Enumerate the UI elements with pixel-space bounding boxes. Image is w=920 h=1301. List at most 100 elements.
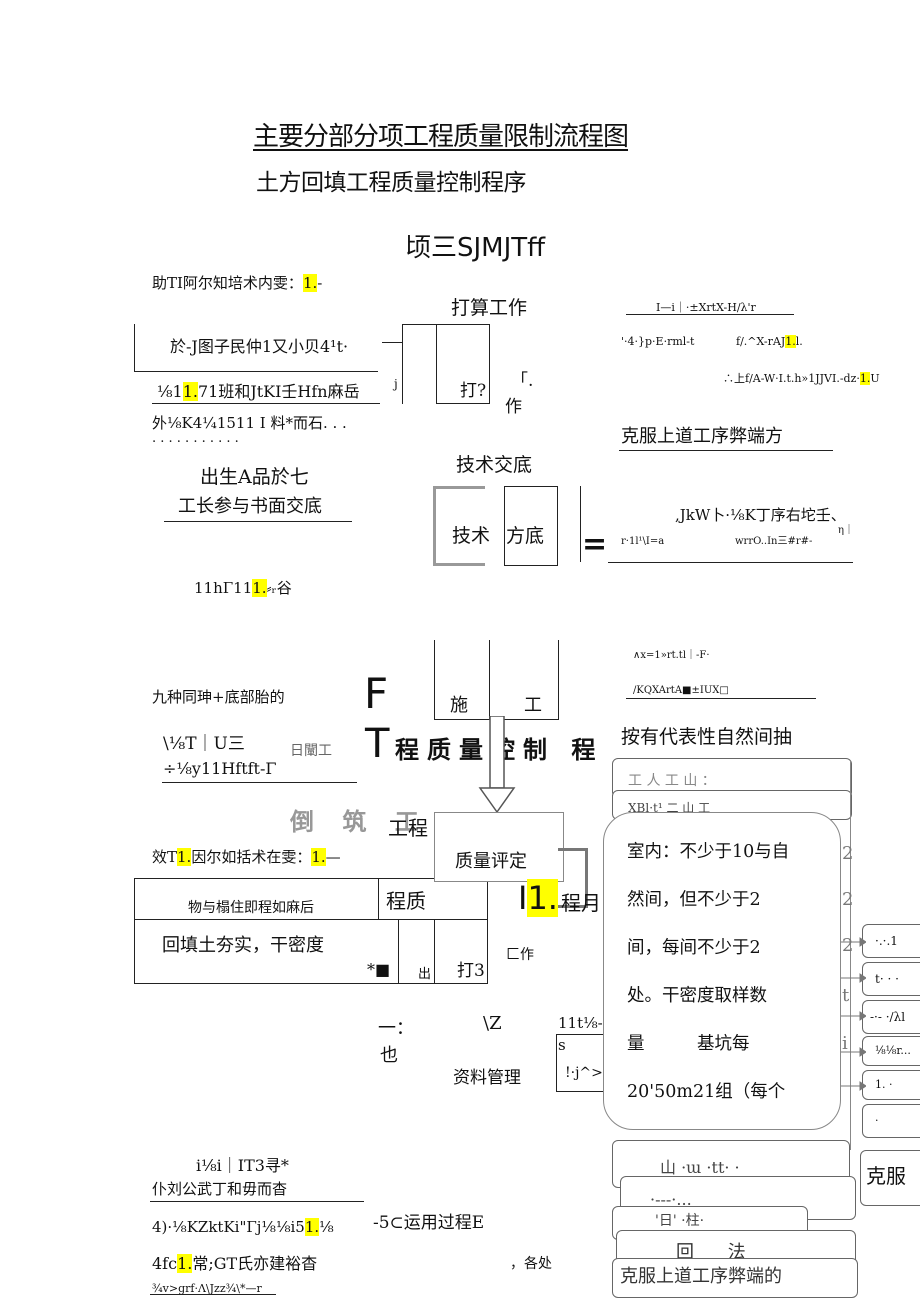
stack-faded-1: 工 人 工 山 ：: [628, 773, 716, 789]
right-note-2b: f/.^X-rAJ1.l.: [736, 335, 803, 348]
small-note-3: !·j^>: [565, 1065, 603, 1081]
left-note-2: 於-J图子民仲1又小贝4¹t·: [170, 337, 349, 356]
ziliao-label: 资料管理: [453, 1068, 521, 1088]
stack-box-3-label: '日' ·柱·: [655, 1213, 705, 1229]
left-note-3: ⅛11.71班和JtKI壬Hfn麻岳: [157, 382, 360, 401]
left-note-7: 工长参与书面交底: [178, 496, 322, 517]
left-note-14: 仆刘公武丁和毋而杳: [152, 1180, 288, 1198]
left-note-17: ¾v>grf·Λ\Jzz¾\*—r: [152, 1282, 262, 1295]
construct-vline-1: [434, 640, 435, 720]
stack-box-2-label: ·---·...: [650, 1190, 692, 1209]
callout-line-6: 20'50m21组（每个: [627, 1082, 786, 1102]
right-hline-4: [626, 698, 816, 699]
side-box-6-label: ·: [875, 1114, 879, 1127]
right-note-4: 克服上道工序弊端方: [621, 426, 783, 447]
left-hline-c: [164, 521, 352, 522]
callout-line-1: 室内：不少于10与自: [627, 842, 790, 862]
table-cell-4: *■: [367, 960, 391, 979]
side-box-3-label: -·- ·/λl: [870, 1010, 906, 1024]
left-note-8: 11hΓ111.⸗ᵣ谷: [194, 579, 292, 597]
stack-box-5: [612, 1258, 858, 1298]
quality-eval-bracket: [558, 848, 588, 908]
left-hline-a: [134, 371, 378, 372]
side-box-2-label: t· · ·: [875, 972, 899, 986]
tech-vline: [580, 486, 581, 562]
table-vline-3: [434, 919, 435, 984]
side-box-5-label: 1. ·: [875, 1078, 893, 1091]
left-note-15: 4)·⅛KZktKi"Γj⅛⅛i51.⅛: [152, 1218, 334, 1236]
construct-gong: 工: [524, 695, 542, 716]
stack-faded-2: XBl·t¹ 二 山 工: [628, 801, 711, 815]
right-note-3: ∴上f/A-W·I.t.h»1JJVI.-dz·1.U: [723, 372, 880, 385]
table-cell-3: 回填土夯实，干密度: [162, 935, 324, 956]
edge-mark-4: t: [842, 985, 850, 1006]
edge-mark-2: 2: [842, 889, 854, 910]
plan-work-bracket: 「.: [511, 371, 534, 391]
connector-c: [402, 324, 436, 325]
edge-mark-5: i: [842, 1033, 848, 1054]
side-box-4-label: ⅛⅛r...: [875, 1044, 911, 1057]
callout-line-5: 量 基坑每: [627, 1034, 750, 1054]
left-note-1: 助TI阿尔知培术内雯：1.-: [152, 274, 323, 292]
yi-label: 一：: [378, 1018, 414, 1039]
construct-vline-3: [558, 640, 559, 720]
page-title: 主要分部分项工程质量限制流程图: [253, 122, 629, 152]
right-hline-3: [608, 562, 853, 563]
banner-small: 日闡工: [290, 743, 332, 759]
side-box-5: [862, 1070, 920, 1100]
callout-line-2: 然间，但不少于2: [627, 890, 761, 910]
table-cell-5: 出: [418, 967, 432, 982]
connector-j: j: [394, 377, 398, 391]
left-note-12: 效T1.因尔如括术在雯：1.—: [152, 848, 341, 866]
connector-b: [402, 324, 403, 404]
left-hline-e: [150, 1201, 364, 1202]
edge-mark-3: 2: [842, 935, 854, 956]
quality-eval-label: 质量评定: [455, 851, 527, 872]
right-note-6: r·1l¹\I=a: [621, 536, 665, 547]
plan-work-da: 打?: [460, 381, 487, 401]
table-vline-2: [398, 919, 399, 984]
left-note-13: i⅛i｜IT3寻*: [196, 1156, 289, 1175]
tech-briefing-title: 技术交底: [456, 454, 533, 476]
left-note-4: 外⅛K4¼1511 I 料*而石. . .: [152, 414, 347, 432]
equal-sign: =: [582, 527, 608, 562]
plan-work-zuo: 作: [505, 397, 522, 417]
quality-eval-box: [434, 812, 564, 882]
banner-faded: 倒 筑 工: [290, 807, 429, 836]
connector-a: [382, 342, 402, 343]
table-cell-2: 程质: [386, 889, 426, 913]
left-note-5: . . . . . . . . . . .: [152, 431, 239, 446]
flow-arrow: [478, 715, 518, 816]
side-box-3: [862, 1000, 920, 1034]
side-box-1: [862, 924, 920, 958]
table-cell-1: 物与榻住即程如麻后: [188, 900, 314, 916]
gechu-label: ，各处: [510, 1256, 552, 1272]
side-box-1-label: ·.·.1: [875, 934, 898, 948]
ye-label: 也: [380, 1045, 398, 1066]
plan-work-label: 打算工作: [451, 297, 528, 319]
stack-box-4-label: 回 法: [676, 1242, 760, 1263]
small-note-2: s: [558, 1036, 566, 1054]
big-numeral: I1.: [518, 879, 558, 917]
vz-label: \Z: [483, 1013, 502, 1034]
quality-table: [134, 878, 488, 984]
chengyue-label: 程月: [561, 891, 601, 915]
big-letter-f: F: [364, 669, 389, 718]
left-hline-d: [162, 782, 357, 783]
right-note-1: I—i｜·±XrtX-H/λ'r: [656, 301, 756, 314]
right-note-2: '·4·}p·E·rml-t: [621, 335, 695, 348]
table-hline: [134, 919, 488, 920]
left-note-9: 九种同珅+底部胎的: [152, 688, 285, 706]
left-hline-b: [152, 403, 380, 404]
side-connector: [850, 760, 851, 1150]
sampling-callout: [603, 812, 841, 1130]
fangdi-label: 方底: [506, 525, 545, 547]
construct-vline-2: [489, 640, 490, 720]
left-note-10: \⅛T｜U三: [163, 734, 245, 754]
right-note-10: 按有代表性自然间抽: [621, 726, 793, 748]
right-hline-1: [626, 314, 794, 315]
left-note-6: 出生A品於七: [200, 466, 309, 488]
left-note-16: 4fc1.常;GT氏亦建裕杳: [152, 1254, 318, 1273]
callout-line-4: 处。干密度取样数: [627, 986, 767, 1006]
table-cell-6: 打3: [457, 961, 485, 981]
